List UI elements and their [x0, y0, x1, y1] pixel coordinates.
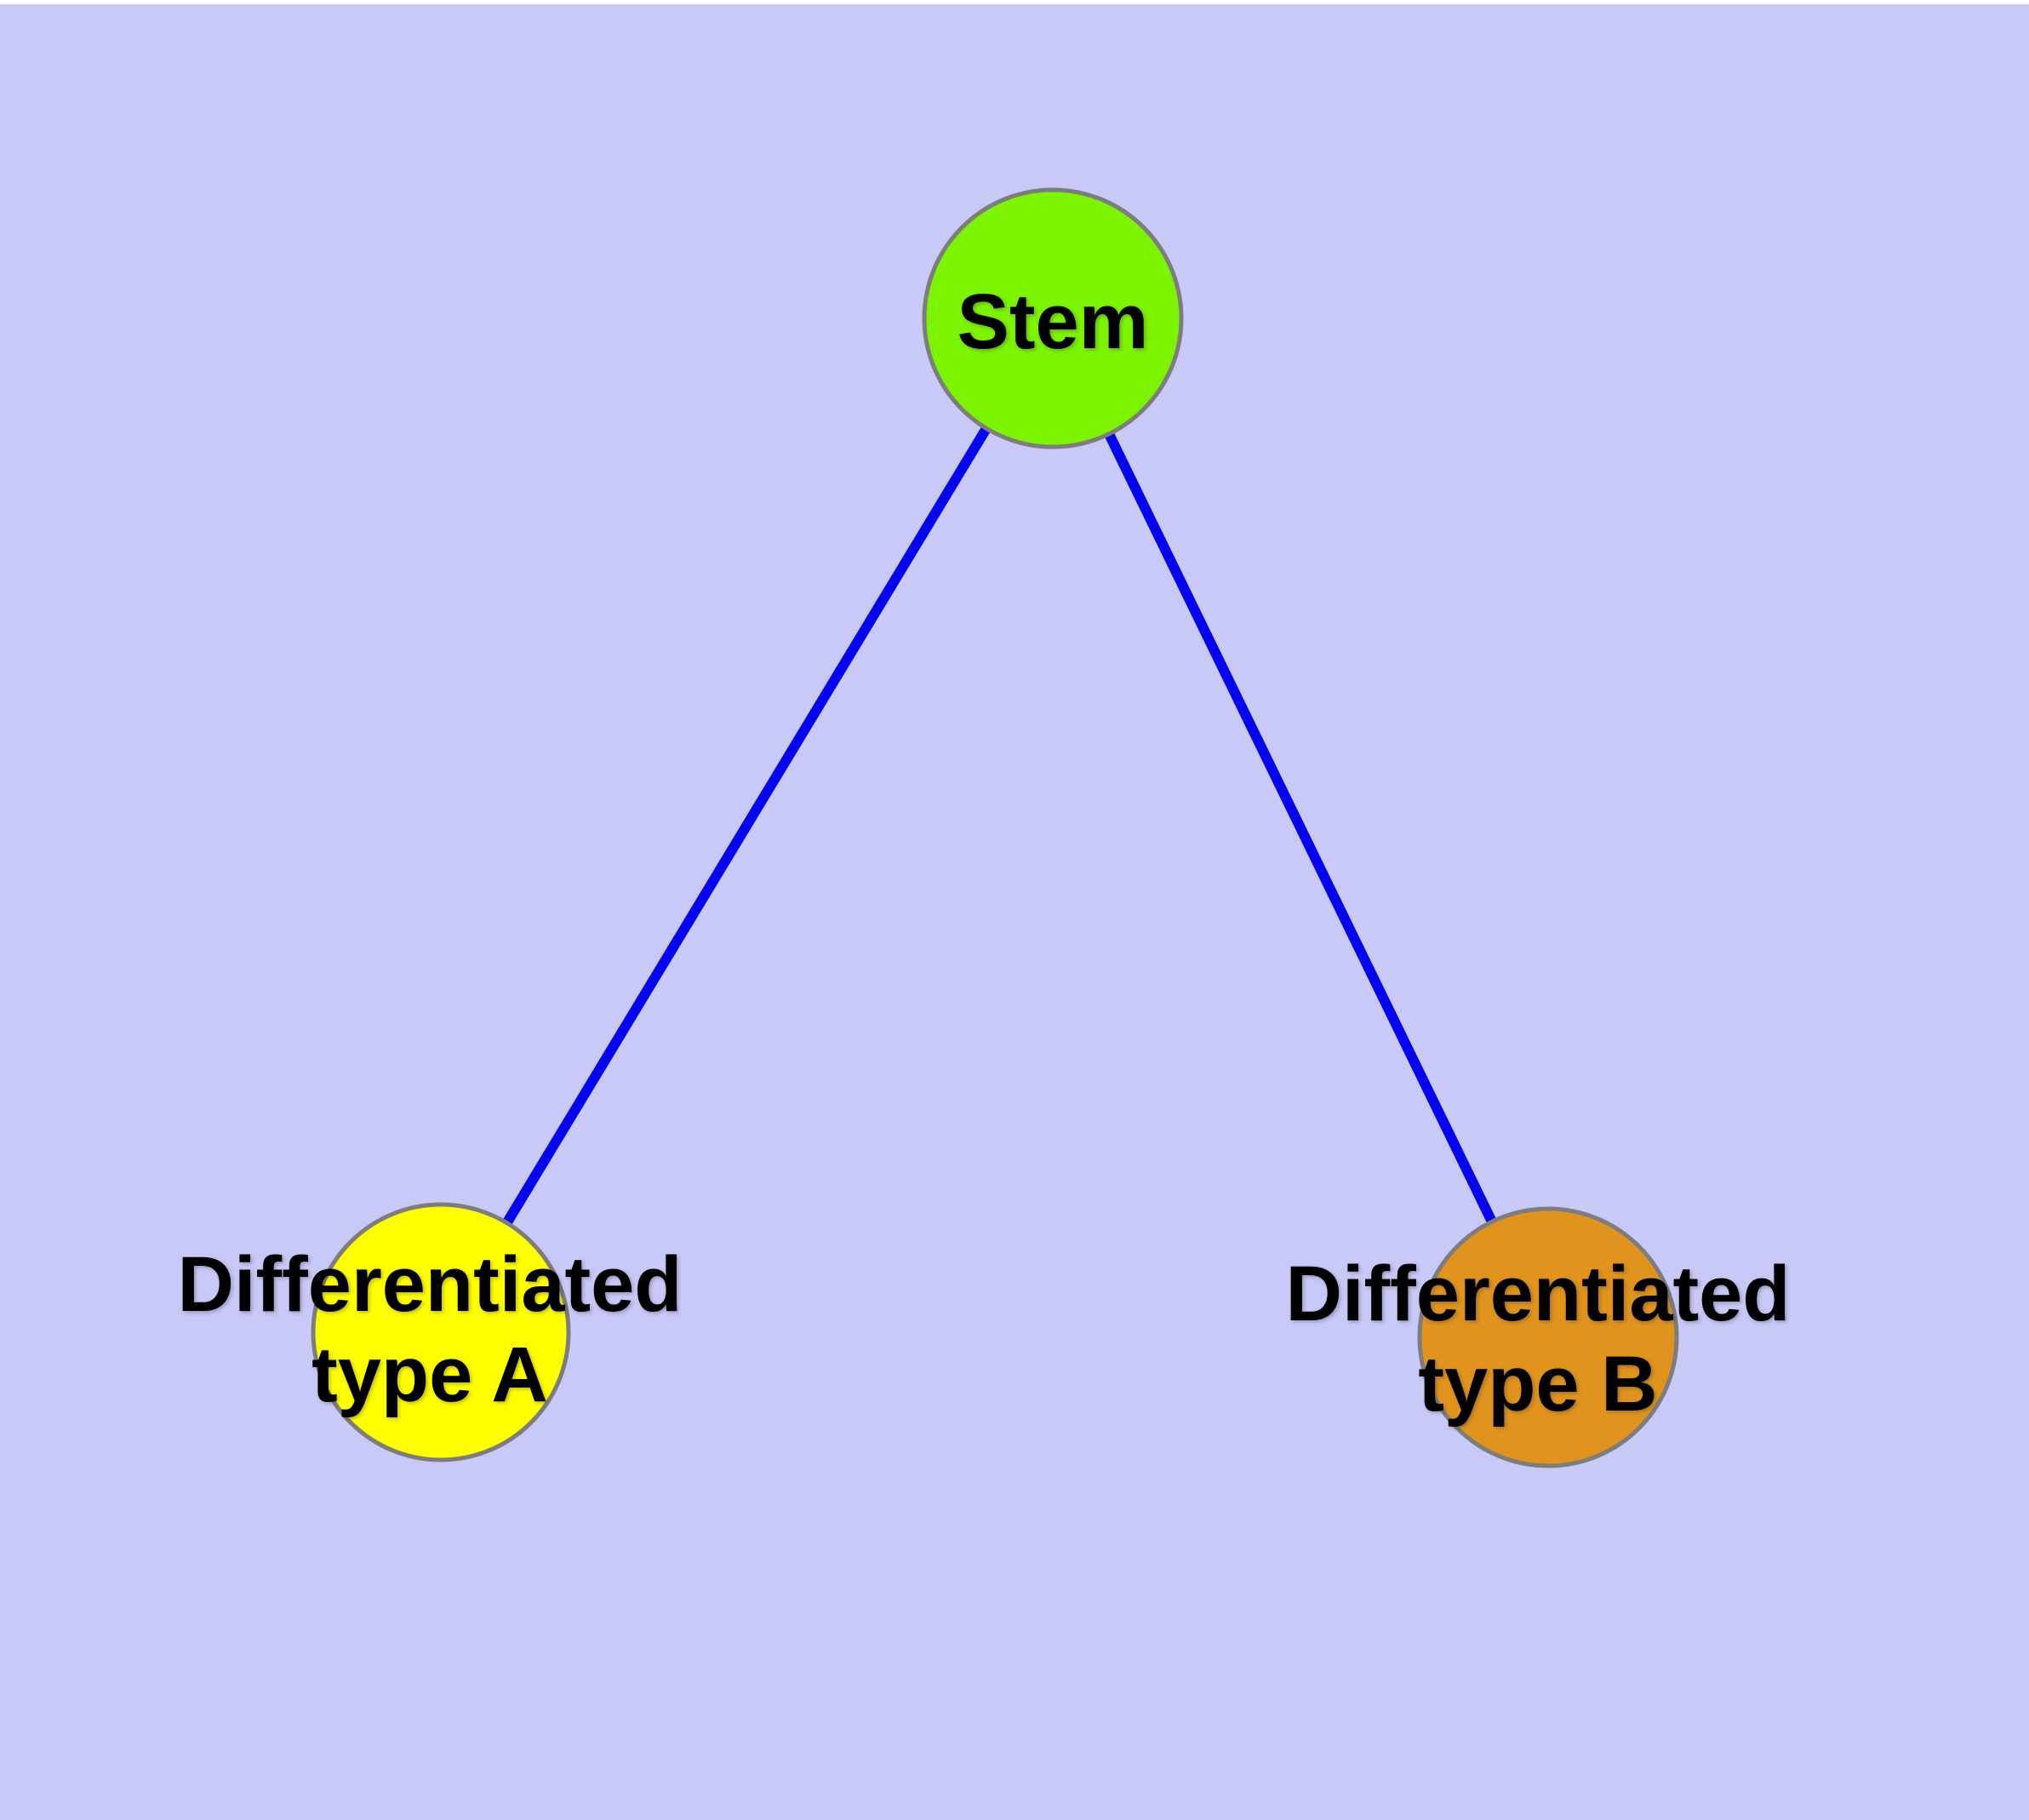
- edge-stem-to-typeB: [1048, 316, 1553, 1340]
- node-stem: [922, 187, 1184, 449]
- node-differentiated-type-a: [311, 1202, 571, 1462]
- node-differentiated-type-b: [1417, 1206, 1679, 1468]
- edge-stem-to-typeA: [436, 315, 1058, 1336]
- top-margin-strip: [0, 0, 2029, 4]
